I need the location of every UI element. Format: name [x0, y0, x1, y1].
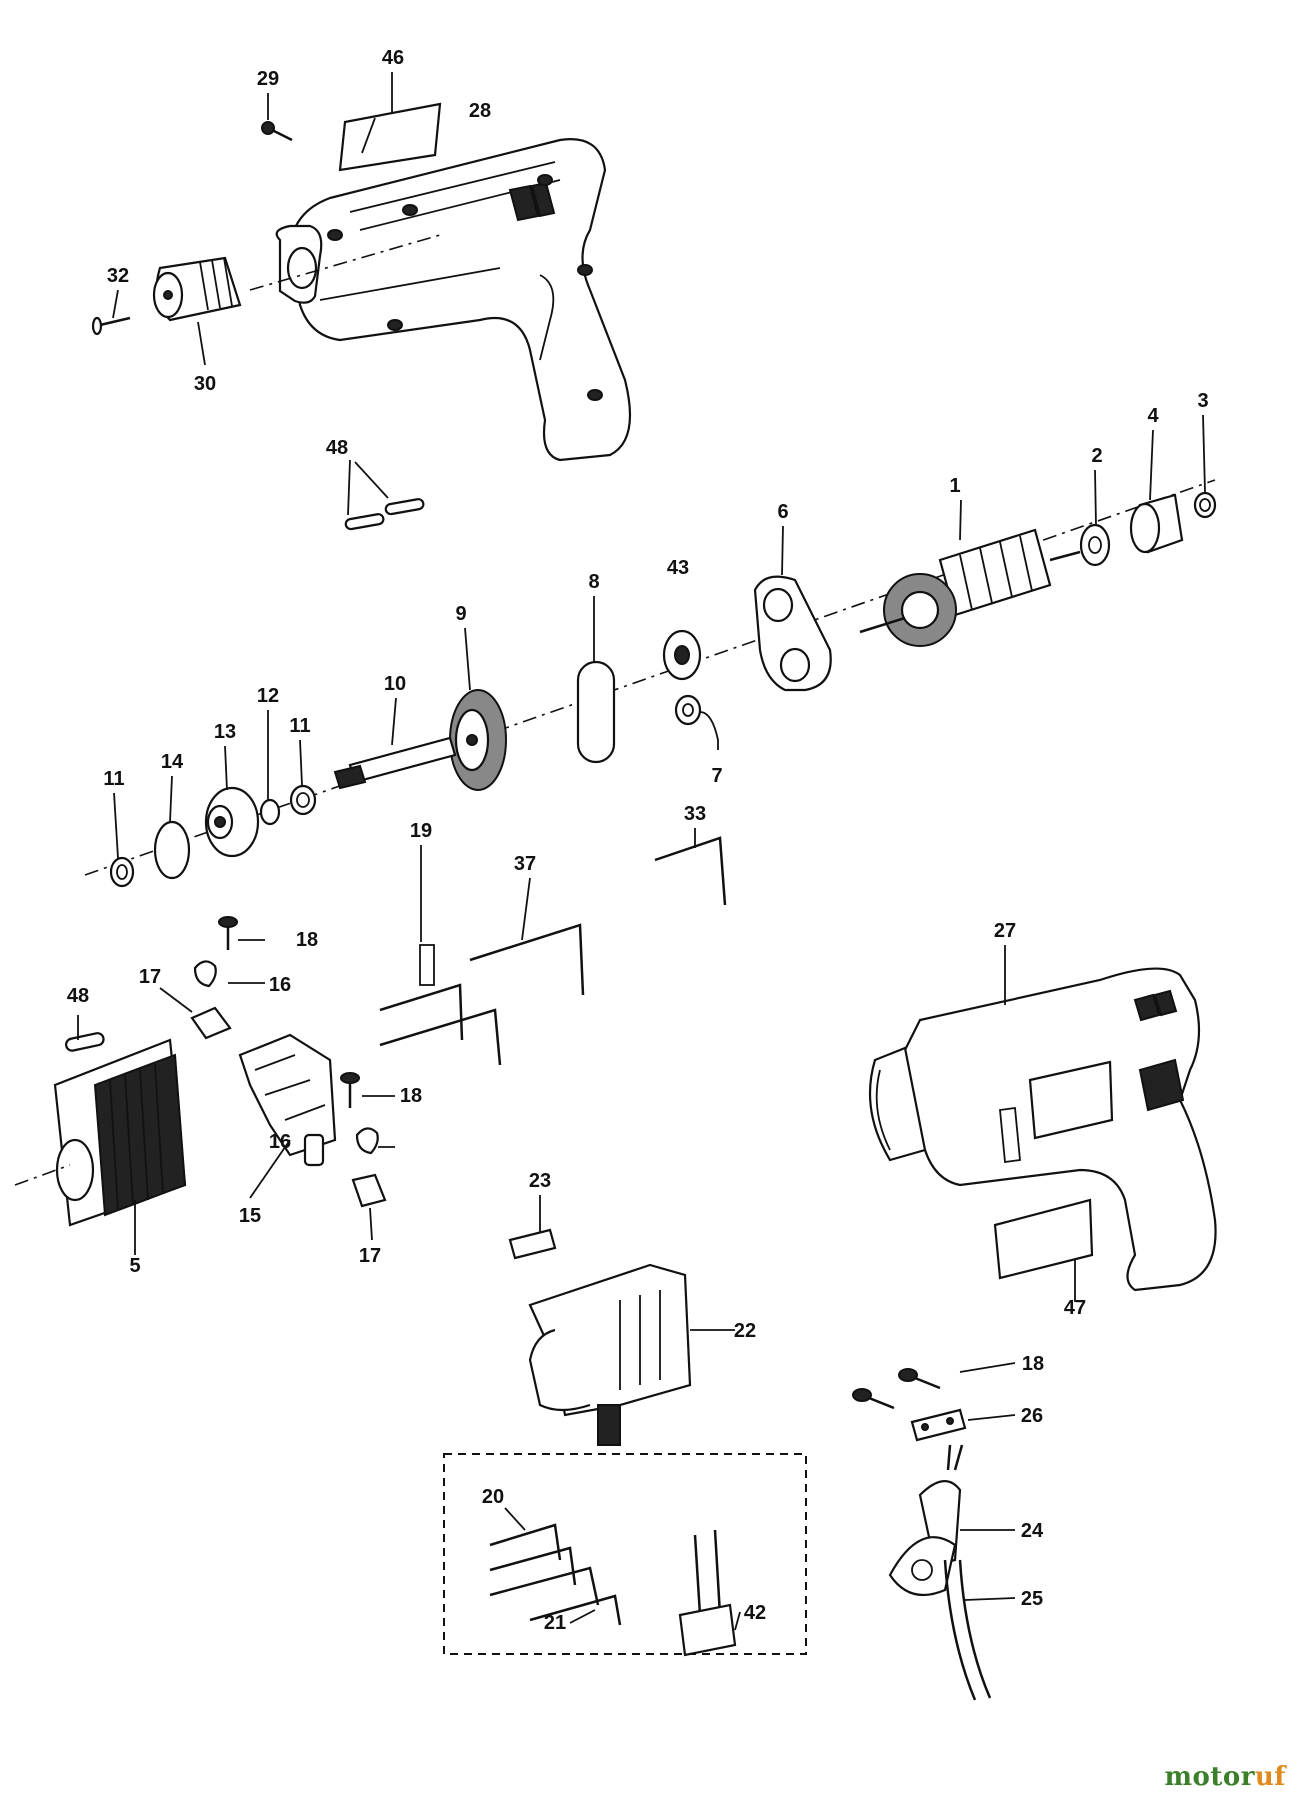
part-label-10: 10	[384, 673, 406, 695]
screws-18-lower	[852, 1368, 941, 1410]
part-label-9: 9	[455, 603, 466, 625]
switch-22	[528, 1263, 692, 1446]
brush-17-upper	[190, 1006, 232, 1040]
drill-assembly-27	[868, 967, 1217, 1292]
part-label-17: 17	[139, 966, 161, 988]
part-label-18: 18	[296, 929, 318, 951]
part-label-7: 7	[711, 765, 722, 787]
part-label-22: 22	[734, 1320, 756, 1342]
kit-box	[443, 1453, 807, 1657]
part-label-18: 18	[1022, 1353, 1044, 1375]
part-label-37: 37	[514, 853, 536, 875]
part-label-48: 48	[67, 985, 89, 1007]
part-label-11: 11	[103, 768, 124, 790]
part-label-33: 33	[684, 803, 706, 825]
part-label-19: 19	[410, 820, 432, 842]
field-5	[14, 1038, 187, 1227]
part-label-27: 27	[994, 920, 1016, 942]
part-label-48: 48	[326, 437, 348, 459]
part-label-20: 20	[482, 1486, 504, 1508]
label-plate-46	[338, 72, 442, 172]
part-label-29: 29	[257, 68, 279, 90]
part-label-14: 14	[161, 751, 184, 773]
part-label-25: 25	[1021, 1588, 1043, 1610]
washer-12	[259, 798, 281, 826]
part-label-43: 43	[667, 557, 689, 579]
part-label-42: 42	[744, 1602, 766, 1624]
part-label-8: 8	[588, 571, 599, 593]
watermark-logo: motoruf	[1165, 1762, 1287, 1792]
screw-18-upper	[218, 916, 238, 950]
spindle-10	[333, 736, 457, 790]
part-label-13: 13	[214, 721, 236, 743]
part-label-47: 47	[1064, 1297, 1086, 1319]
lead-33	[654, 836, 727, 906]
part-label-16: 16	[269, 974, 291, 996]
part-label-4: 4	[1147, 405, 1159, 427]
housing-half-28	[249, 138, 632, 462]
part-label-5: 5	[129, 1255, 140, 1277]
part-label-18: 18	[400, 1085, 422, 1107]
part-label-23: 23	[529, 1170, 551, 1192]
screw-18-middle	[340, 1072, 360, 1108]
part-number-labels: 1234567891011111213141516161717181818192…	[67, 47, 1209, 1634]
spring-16-upper	[193, 960, 217, 988]
o-ring-14	[153, 820, 191, 880]
nameplate-47	[993, 1198, 1094, 1280]
screw-29	[261, 121, 293, 142]
part-label-46: 46	[382, 47, 404, 69]
chuck-30	[152, 256, 242, 322]
bushing-7	[674, 694, 702, 726]
part-label-15: 15	[239, 1205, 261, 1227]
part-label-17: 17	[359, 1245, 381, 1267]
lead-19	[379, 944, 502, 1066]
part-label-11: 11	[289, 715, 310, 737]
cap-23	[508, 1228, 557, 1260]
gear-9	[449, 689, 507, 791]
watermark-text-b: uf	[1254, 1762, 1286, 1792]
part-label-1: 1	[949, 475, 960, 497]
part-label-16: 16	[269, 1131, 291, 1153]
part-label-2: 2	[1091, 445, 1102, 467]
leader-lines	[77, 93, 1206, 1631]
part-label-21: 21	[544, 1612, 566, 1634]
dowel-pin-48-lower	[65, 1032, 105, 1052]
brush-holder-15	[238, 1033, 337, 1167]
part-label-6: 6	[777, 501, 788, 523]
lead-37	[469, 923, 585, 996]
part-label-3: 3	[1197, 390, 1208, 412]
part-label-28: 28	[469, 100, 491, 122]
retaining-ring-11-b	[109, 856, 135, 888]
part-label-26: 26	[1021, 1405, 1043, 1427]
brush-17-lower	[351, 1173, 387, 1208]
bearing-cup-4	[1129, 493, 1184, 554]
dowel-pins-48-top	[344, 459, 425, 531]
bearing-43	[662, 629, 702, 681]
bearing-plate-6	[753, 575, 832, 692]
bearing-2	[1079, 523, 1111, 567]
part-label-32: 32	[107, 265, 129, 287]
cord-25	[943, 1559, 992, 1701]
screw-32	[91, 316, 131, 336]
armature-1	[859, 528, 1081, 647]
part-label-12: 12	[257, 685, 279, 707]
part-label-30: 30	[194, 373, 216, 395]
part-label-24: 24	[1021, 1520, 1044, 1542]
spring-16-lower	[355, 1127, 379, 1155]
watermark-text-a: motor	[1164, 1762, 1255, 1792]
bearing-13	[204, 786, 260, 858]
clamp-26	[910, 1408, 967, 1442]
gasket-8	[576, 660, 616, 764]
retaining-ring-11-a	[289, 784, 317, 816]
strain-relief-24	[888, 1444, 964, 1597]
retaining-ring-3	[1193, 491, 1217, 519]
